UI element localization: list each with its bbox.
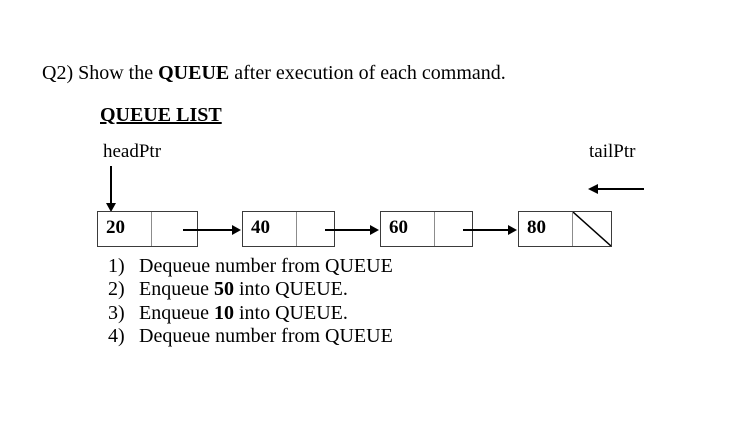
question-title-keyword: QUEUE xyxy=(158,62,230,84)
command-item-2: 2) Enqueue 50 into QUEUE. xyxy=(108,278,393,301)
command-item-4: 4) Dequeue number from QUEUE xyxy=(108,325,393,348)
link-arrowhead-icon xyxy=(232,225,241,235)
command-text: Dequeue number from QUEUE xyxy=(139,255,393,277)
question-title-suffix: after execution of each command. xyxy=(229,62,506,84)
node-1-value: 20 xyxy=(98,212,152,246)
tail-pointer-arrow-line xyxy=(597,188,644,190)
queue-node-1: 20 xyxy=(97,211,198,247)
queue-node-4: 80 xyxy=(518,211,612,247)
command-number: 3) xyxy=(108,301,125,324)
head-pointer-label: headPtr xyxy=(103,141,162,162)
command-item-3: 3) Enqueue 10 into QUEUE. xyxy=(108,302,393,325)
command-text: Enqueue 50 into QUEUE. xyxy=(139,278,348,301)
command-number: 4) xyxy=(108,325,125,348)
question-title-prefix: Q2) Show the xyxy=(42,62,159,84)
link-arrow-node3-node4 xyxy=(463,225,517,235)
queue-list-heading: QUEUE LIST xyxy=(100,104,222,126)
head-pointer-arrow-line xyxy=(110,166,112,205)
node-3-value: 60 xyxy=(381,212,435,246)
command-text: Enqueue 10 into QUEUE. xyxy=(139,301,348,324)
command-text: Dequeue number from QUEUE xyxy=(139,325,393,348)
tail-pointer-label: tailPtr xyxy=(589,141,636,162)
node-2-value: 40 xyxy=(243,212,297,246)
question-title: Q2) Show the QUEUE after execution of ea… xyxy=(42,62,506,85)
command-item-1: 1) Dequeue number from QUEUE xyxy=(108,255,393,278)
link-arrow-node1-node2 xyxy=(183,225,241,235)
node-4-value: 80 xyxy=(519,212,573,246)
queue-node-3: 60 xyxy=(380,211,473,247)
link-arrow-node2-node3 xyxy=(325,225,379,235)
command-number: 2) xyxy=(108,278,125,301)
command-list: 1) Dequeue number from QUEUE 2) Enqueue … xyxy=(108,255,393,349)
link-arrowhead-icon xyxy=(508,225,517,235)
node-4-next-pointer-cell xyxy=(573,212,611,246)
head-pointer-arrowhead-icon xyxy=(106,203,116,212)
tail-pointer-arrowhead-icon xyxy=(588,184,598,194)
link-arrowhead-icon xyxy=(370,225,379,235)
queue-node-2: 40 xyxy=(242,211,335,247)
command-number: 1) xyxy=(108,255,125,277)
null-pointer-slash-icon xyxy=(573,212,611,246)
